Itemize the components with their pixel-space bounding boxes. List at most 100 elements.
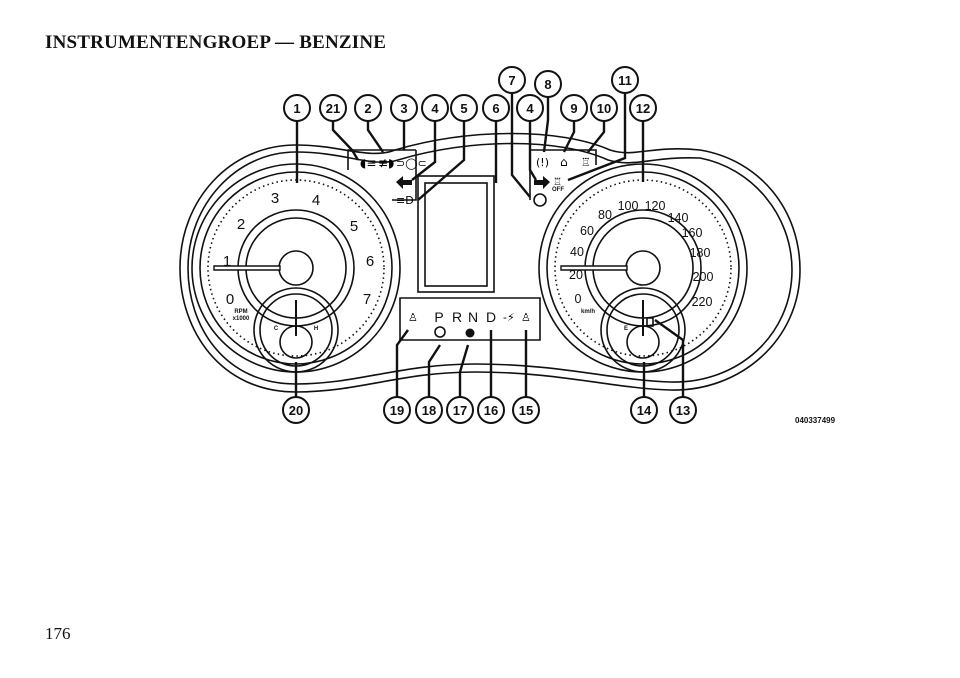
svg-text:7: 7 (508, 73, 515, 88)
svg-text:18: 18 (422, 403, 436, 418)
svg-text:15: 15 (519, 403, 533, 418)
speed-tick-label: 60 (580, 224, 594, 238)
center-display (424, 182, 488, 287)
speed-tick-label: 180 (690, 246, 711, 260)
svg-text:9: 9 (570, 101, 577, 116)
airbag-icon: ♙ (521, 311, 531, 324)
fuel-gauge: E (600, 287, 686, 373)
callout: 12 (629, 94, 657, 122)
callout: 2 (354, 94, 382, 122)
traction-off-label: OFF (552, 187, 564, 193)
gear-p: P (434, 309, 443, 325)
tach-tick-label: 7 (363, 291, 371, 308)
tach-tick-label: 5 (350, 218, 358, 235)
svg-text:14: 14 (637, 403, 652, 418)
callout: 16 (477, 396, 505, 424)
rear-fog-light-icon: ◖≡ (360, 156, 376, 170)
left-turn-signal-icon (396, 176, 412, 189)
speed-tick-label: 20 (569, 268, 583, 282)
callout: 9 (560, 94, 588, 122)
tach-tick-label: 3 (271, 190, 279, 207)
callout: 1 (283, 94, 311, 122)
svg-text:4: 4 (526, 101, 534, 116)
rpm-unit-label: RPM (234, 309, 247, 315)
temp-cold-label: C (274, 326, 279, 332)
callout: 7 (498, 66, 526, 94)
speed-tick-label: 160 (682, 226, 703, 240)
tach-tick-label: 4 (312, 192, 320, 209)
svg-text:4: 4 (431, 101, 439, 116)
svg-text:19: 19 (390, 403, 404, 418)
speed-tick-label: 100 (618, 199, 639, 213)
page-title: INSTRUMENTENGROEP — BENZINE (45, 32, 387, 53)
callout: 18 (415, 396, 443, 424)
svg-text:20: 20 (289, 403, 303, 418)
gear-n: N (468, 309, 478, 325)
figure-code: 040337499 (795, 416, 836, 425)
callout: 11 (611, 66, 639, 94)
temp-hot-label: H (314, 326, 318, 332)
speed-tick-label: 200 (693, 270, 714, 284)
svg-text:16: 16 (484, 403, 498, 418)
seatbelt-icon: ♙ (408, 311, 418, 324)
abs-warning-icon (533, 193, 547, 207)
tachometer: 0 1 2 3 4 5 6 7 RPM x1000 (191, 163, 401, 373)
svg-text:10: 10 (597, 101, 611, 116)
speed-tick-label: 120 (645, 199, 666, 213)
callout: 17 (446, 396, 474, 424)
headlight-icon: ≡D (396, 194, 414, 207)
svg-text:11: 11 (618, 73, 632, 88)
callout: 13 (669, 396, 697, 424)
tachometer-needle (213, 265, 281, 271)
callout: 14 (630, 396, 658, 424)
callout: 20 (282, 396, 310, 424)
display-frame (417, 175, 495, 293)
traction-control-off-icon: ♖ (553, 177, 562, 188)
cluster-housing (179, 132, 801, 393)
callout: 21 (319, 94, 347, 122)
svg-text:6: 6 (492, 101, 499, 116)
svg-text:3: 3 (400, 101, 407, 116)
svg-text:2: 2 (364, 101, 371, 116)
callout: 5 (450, 94, 478, 122)
callout: 3 (390, 94, 418, 122)
svg-text:5: 5 (460, 101, 467, 116)
fuel-empty-label: E (624, 326, 628, 332)
security-light-icon (465, 328, 475, 338)
speed-tick-label: 40 (570, 245, 584, 259)
speedometer: 0 20 40 60 80 100 120 140 160 180 200 22… (538, 163, 748, 373)
speed-unit-label: km/h (581, 309, 595, 315)
tach-tick-label: 0 (226, 291, 234, 308)
callout: 4 (421, 94, 449, 122)
callout: 4 (516, 94, 544, 122)
tach-tick-label: 6 (366, 253, 374, 270)
svg-text:13: 13 (676, 403, 690, 418)
speed-tick-label: 80 (598, 208, 612, 222)
callout: 19 (383, 396, 411, 424)
svg-text:12: 12 (636, 101, 650, 116)
svg-text:8: 8 (544, 77, 551, 92)
front-fog-light-icon: ≢◗ (378, 156, 394, 170)
tire-pressure-icon: (!) (536, 156, 549, 169)
traction-control-icon: ♖ (581, 156, 591, 169)
right-indicator-panel (529, 149, 597, 200)
check-engine-icon: ⌂ (560, 155, 568, 169)
right-turn-signal-icon (534, 176, 550, 189)
speed-tick-label: 220 (692, 295, 713, 309)
gear-d: D (486, 309, 496, 325)
leader-lines (294, 93, 685, 397)
left-indicator-panel (347, 149, 417, 201)
temperature-gauge: C H (253, 287, 339, 373)
gear-r: R (452, 309, 462, 325)
speed-tick-label: 140 (668, 211, 689, 225)
callout: 15 (512, 396, 540, 424)
callout: 10 (590, 94, 618, 122)
brake-warning-icon (434, 326, 446, 338)
tach-tick-label: 1 (223, 253, 231, 270)
fuel-pump-icon (646, 317, 654, 327)
electronic-throttle-icon: -⚡ (503, 311, 515, 324)
gear-indicator-panel (399, 297, 541, 341)
rpm-multiplier-label: x1000 (233, 316, 250, 322)
parking-lights-icon: ⊃◯⊂ (396, 157, 427, 170)
